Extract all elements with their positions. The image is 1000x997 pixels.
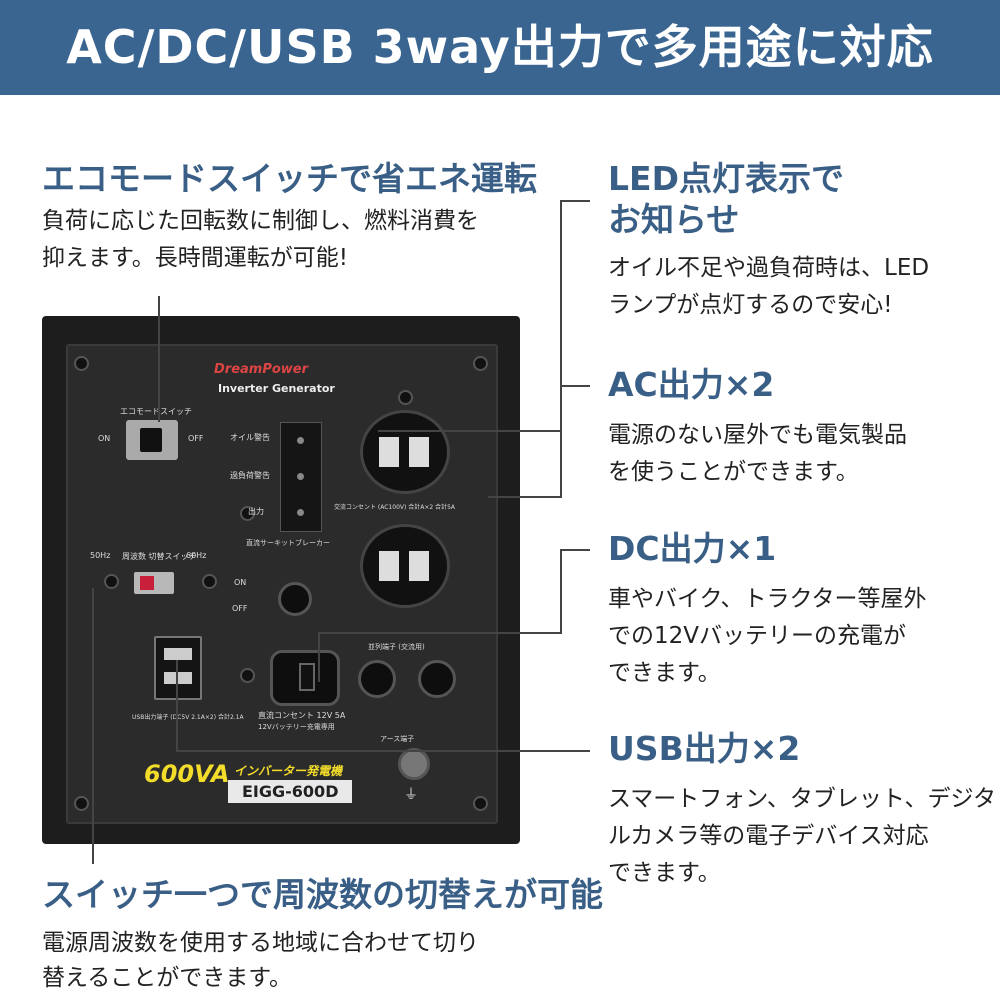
oil-warning-label: オイル警告 — [230, 433, 270, 442]
control-panel: DreamPower Inverter Generator エコモードスイッチ … — [66, 344, 498, 824]
eco-off-label: OFF — [188, 434, 204, 443]
usb-port-1[interactable] — [164, 648, 192, 660]
brand-subtitle: Inverter Generator — [218, 382, 335, 395]
usb-desc-line-2: ルカメラ等の電子デバイス対応 — [608, 823, 929, 849]
breaker-on-label: ON — [234, 578, 247, 587]
dc-leader-line — [318, 632, 562, 634]
ac-desc-line-2: を使うことができます。 — [608, 459, 859, 485]
screw-icon — [473, 796, 488, 811]
dc-heading: DC出力×1 — [608, 529, 777, 568]
screw-icon — [74, 356, 89, 371]
generator-panel: DreamPower Inverter Generator エコモードスイッチ … — [42, 316, 520, 844]
overload-warning-label: 過負荷警告 — [230, 471, 270, 480]
dc-leader-line — [560, 549, 590, 551]
overload-led-icon — [297, 473, 304, 480]
eco-switch[interactable] — [126, 420, 178, 460]
dc-desc-line-3: できます。 — [608, 660, 721, 686]
freq-leader-line — [92, 588, 94, 864]
usb-output-label: USB出力端子 (DC5V 2.1A×2) 合計2.1A — [132, 714, 244, 721]
screw-icon — [202, 574, 217, 589]
freq-switch-label: 周波数 切替スイッチ — [122, 552, 197, 561]
usb-port-housing — [154, 636, 202, 700]
usb-desc-line-3: できます。 — [608, 860, 721, 886]
dc-outlet-sublabel: 12Vバッテリー充電専用 — [258, 723, 335, 731]
dc-outlet[interactable] — [270, 650, 340, 706]
breaker-off-label: OFF — [232, 604, 248, 613]
led-leader-line — [378, 430, 562, 432]
ac-outlet-1[interactable] — [360, 410, 450, 494]
ac-desc-line-1: 電源のない屋外でも電気製品 — [608, 422, 907, 448]
freq-desc-line-2: 替えることができます。 — [42, 965, 293, 991]
ac-leader-line — [560, 385, 590, 387]
ac-heading: AC出力×2 — [608, 365, 775, 404]
screw-icon — [398, 390, 413, 405]
led-indicator-panel — [280, 422, 322, 532]
breaker-label: 直流サーキットブレーカー — [246, 539, 330, 547]
ac-leader-line — [488, 496, 562, 498]
freq-heading: スイッチ一つで周波数の切替えが可能 — [42, 875, 603, 914]
ac-leader-line — [560, 385, 562, 498]
eco-switch-label: エコモードスイッチ — [120, 407, 192, 416]
led-leader-line — [560, 200, 590, 202]
inverter-badge: インバーター発電機 — [234, 764, 343, 778]
usb-heading: USB出力×2 — [608, 729, 801, 768]
ac-outlet-label: 交流コンセント (AC100V) 合計A×2 合計5A — [334, 504, 456, 511]
dc-leader-line — [560, 549, 562, 633]
banner-title: AC/DC/USB 3way出力で多用途に対応 — [66, 20, 934, 74]
output-label: 出力 — [248, 507, 264, 516]
usb-port-2[interactable] — [164, 672, 192, 684]
earth-terminal[interactable] — [398, 748, 430, 780]
dc-desc-line-2: での12Vバッテリーの充電が — [608, 623, 907, 649]
eco-desc-line-2: 抑えます。長時間運転が可能! — [42, 245, 348, 271]
usb-leader-line — [176, 750, 590, 752]
eco-on-label: ON — [98, 434, 111, 443]
earth-terminal-label: アース端子 — [380, 735, 415, 743]
ac-outlet-2[interactable] — [360, 524, 450, 608]
hz60-label: 60Hz — [186, 551, 207, 560]
led-heading-line-2: お知らせ — [608, 200, 740, 239]
dc-desc-line-1: 車やバイク、トラクター等屋外 — [608, 586, 927, 612]
led-desc-line-2: ランプが点灯するので安心! — [608, 292, 893, 318]
led-leader-line — [560, 200, 562, 430]
capacity-badge: 600VA — [144, 760, 230, 788]
title-banner — [0, 0, 1000, 95]
screw-icon — [240, 668, 255, 683]
parallel-terminal-2[interactable] — [418, 660, 456, 698]
hz50-label: 50Hz — [90, 551, 111, 560]
dc-leader-line — [318, 632, 320, 682]
brand-logo: DreamPower — [214, 362, 309, 377]
eco-heading: エコモードスイッチで省エネ運転 — [42, 159, 537, 198]
parallel-terminal-label: 並列端子 (交流用) — [368, 643, 425, 651]
screw-icon — [74, 796, 89, 811]
led-desc-line-1: オイル不足や過負荷時は、LED — [608, 255, 930, 281]
model-plate: EIGG-600D — [228, 780, 353, 803]
ground-icon: ⏚ — [404, 787, 418, 803]
usb-desc-line-1: スマートフォン、タブレット、デジタ — [608, 786, 997, 812]
usb-leader-line — [176, 660, 178, 752]
dc-circuit-breaker[interactable] — [278, 582, 312, 616]
screw-icon — [240, 506, 255, 521]
eco-leader-line — [158, 296, 160, 422]
screw-icon — [473, 356, 488, 371]
eco-desc-line-1: 負荷に応じた回転数に制御し、燃料消費を — [42, 208, 479, 234]
oil-led-icon — [297, 437, 304, 444]
output-led-icon — [297, 509, 304, 516]
freq-desc-line-1: 電源周波数を使用する地域に合わせて切り — [42, 930, 479, 956]
led-heading-line-1: LED点灯表示で — [608, 159, 844, 198]
dc-outlet-label: 直流コンセント 12V 5A — [258, 711, 346, 720]
screw-icon — [104, 574, 119, 589]
parallel-terminal-1[interactable] — [358, 660, 396, 698]
frequency-switch[interactable] — [134, 572, 174, 594]
